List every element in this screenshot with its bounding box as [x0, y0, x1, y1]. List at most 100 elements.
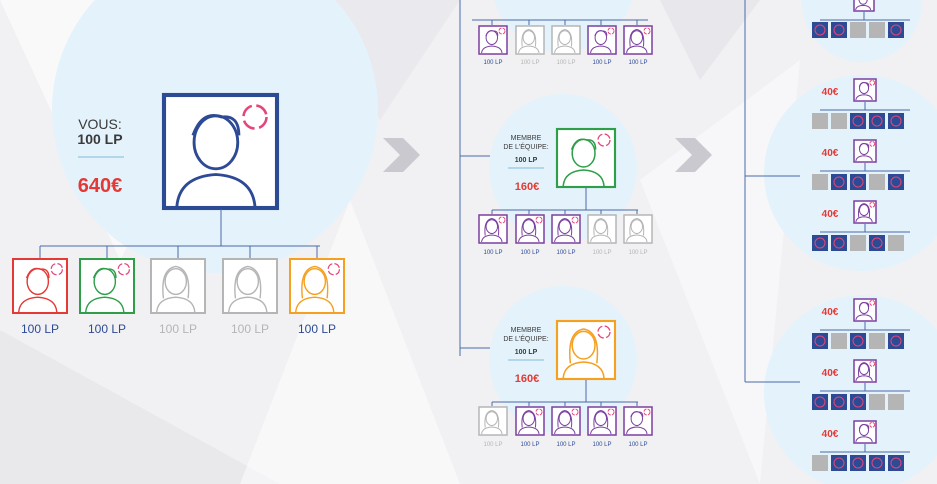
- third-avatar-icon: [853, 200, 877, 224]
- team-avatar-icon: [555, 127, 617, 189]
- child-points: 100 LP: [520, 442, 539, 448]
- active-member-box: [831, 455, 847, 471]
- active-member-box: [831, 22, 847, 38]
- refresh-icon: [535, 216, 543, 224]
- child-points: 100 LP: [483, 60, 502, 66]
- child-avatar-icon: [478, 214, 508, 244]
- team-label: MEMBRE: [511, 135, 542, 142]
- child-avatar-icon: [478, 25, 508, 55]
- team-label: MEMBRE: [511, 327, 542, 334]
- inactive-member-box: [869, 22, 885, 38]
- child-points: 100 LP: [628, 442, 647, 448]
- third-earnings: 40€: [822, 148, 839, 159]
- refresh-icon: [869, 201, 876, 208]
- inactive-member-box: [831, 333, 847, 349]
- first-level-points: 100 LP: [159, 322, 197, 336]
- inactive-member-box: [831, 113, 847, 129]
- refresh-icon: [597, 133, 611, 147]
- third-avatar-icon: [853, 359, 877, 383]
- active-member-box: [850, 174, 866, 190]
- third-avatar-icon: [853, 78, 877, 102]
- team-points: 100 LP: [515, 157, 538, 164]
- arrow-icon-2: [675, 138, 712, 172]
- child-points: 100 LP: [592, 60, 611, 66]
- you-label: VOUS:: [78, 116, 122, 132]
- refresh-icon: [643, 408, 651, 416]
- inactive-member-box: [869, 394, 885, 410]
- third-earnings: 40€: [822, 307, 839, 318]
- child-points: 100 LP: [520, 60, 539, 66]
- active-member-box: [869, 455, 885, 471]
- active-member-box: [812, 22, 828, 38]
- refresh-icon: [571, 408, 579, 416]
- child-avatar-icon: [587, 406, 617, 436]
- child-points: 100 LP: [592, 250, 611, 256]
- child-points: 100 LP: [556, 250, 575, 256]
- child-avatar-icon: [515, 406, 545, 436]
- child-avatar-icon: [623, 25, 653, 55]
- team-points: 100 LP: [515, 349, 538, 356]
- child-avatar-icon: [478, 406, 508, 436]
- refresh-icon: [869, 299, 876, 306]
- refresh-icon: [643, 27, 651, 35]
- third-avatar-icon: [853, 298, 877, 322]
- refresh-icon: [327, 262, 341, 276]
- first-level-avatar-icon: [289, 258, 345, 314]
- inactive-member-box: [869, 333, 885, 349]
- inactive-member-box: [850, 235, 866, 251]
- third-earnings: 40€: [822, 368, 839, 379]
- first-level-avatar-icon: [222, 258, 278, 314]
- third-avatar-icon: [853, 420, 877, 444]
- refresh-icon: [607, 408, 615, 416]
- third-earnings: 40€: [822, 209, 839, 220]
- active-member-box: [888, 113, 904, 129]
- active-member-box: [831, 394, 847, 410]
- inactive-member-box: [888, 235, 904, 251]
- active-member-box: [831, 235, 847, 251]
- refresh-icon: [498, 27, 506, 35]
- arrow-icon-1: [383, 138, 420, 172]
- third-avatar-icon: [853, 0, 875, 12]
- active-member-box: [888, 455, 904, 471]
- refresh-icon: [571, 216, 579, 224]
- refresh-icon: [242, 104, 268, 130]
- you-avatar-icon: [161, 92, 280, 211]
- active-member-box: [812, 394, 828, 410]
- third-avatar-icon: [853, 139, 877, 163]
- child-points: 100 LP: [592, 442, 611, 448]
- active-member-box: [812, 333, 828, 349]
- child-avatar-icon: [551, 25, 581, 55]
- active-member-box: [850, 113, 866, 129]
- child-avatar-icon: [515, 25, 545, 55]
- inactive-member-box: [812, 455, 828, 471]
- team-earnings: 160€: [515, 181, 539, 193]
- child-points: 100 LP: [628, 60, 647, 66]
- child-points: 100 LP: [483, 250, 502, 256]
- first-level-avatar-icon: [12, 258, 68, 314]
- first-level-points: 100 LP: [88, 322, 126, 336]
- child-points: 100 LP: [556, 442, 575, 448]
- first-level-avatar-icon: [79, 258, 135, 314]
- active-member-box: [869, 113, 885, 129]
- active-member-box: [831, 174, 847, 190]
- active-member-box: [869, 235, 885, 251]
- active-member-box: [812, 235, 828, 251]
- team-avatar-icon: [555, 319, 617, 381]
- child-avatar-icon: [551, 214, 581, 244]
- active-member-box: [850, 333, 866, 349]
- child-avatar-icon: [515, 214, 545, 244]
- first-level-points: 100 LP: [298, 322, 336, 336]
- first-level-points: 100 LP: [21, 322, 59, 336]
- inactive-member-box: [888, 394, 904, 410]
- inactive-member-box: [869, 174, 885, 190]
- team-earnings: 160€: [515, 373, 539, 385]
- refresh-icon: [498, 216, 506, 224]
- active-member-box: [850, 394, 866, 410]
- inactive-member-box: [812, 174, 828, 190]
- child-avatar-icon: [623, 406, 653, 436]
- team-label: DE L'ÉQUIPE:: [503, 142, 548, 151]
- refresh-icon: [869, 79, 876, 86]
- refresh-icon: [607, 27, 615, 35]
- active-member-box: [888, 22, 904, 38]
